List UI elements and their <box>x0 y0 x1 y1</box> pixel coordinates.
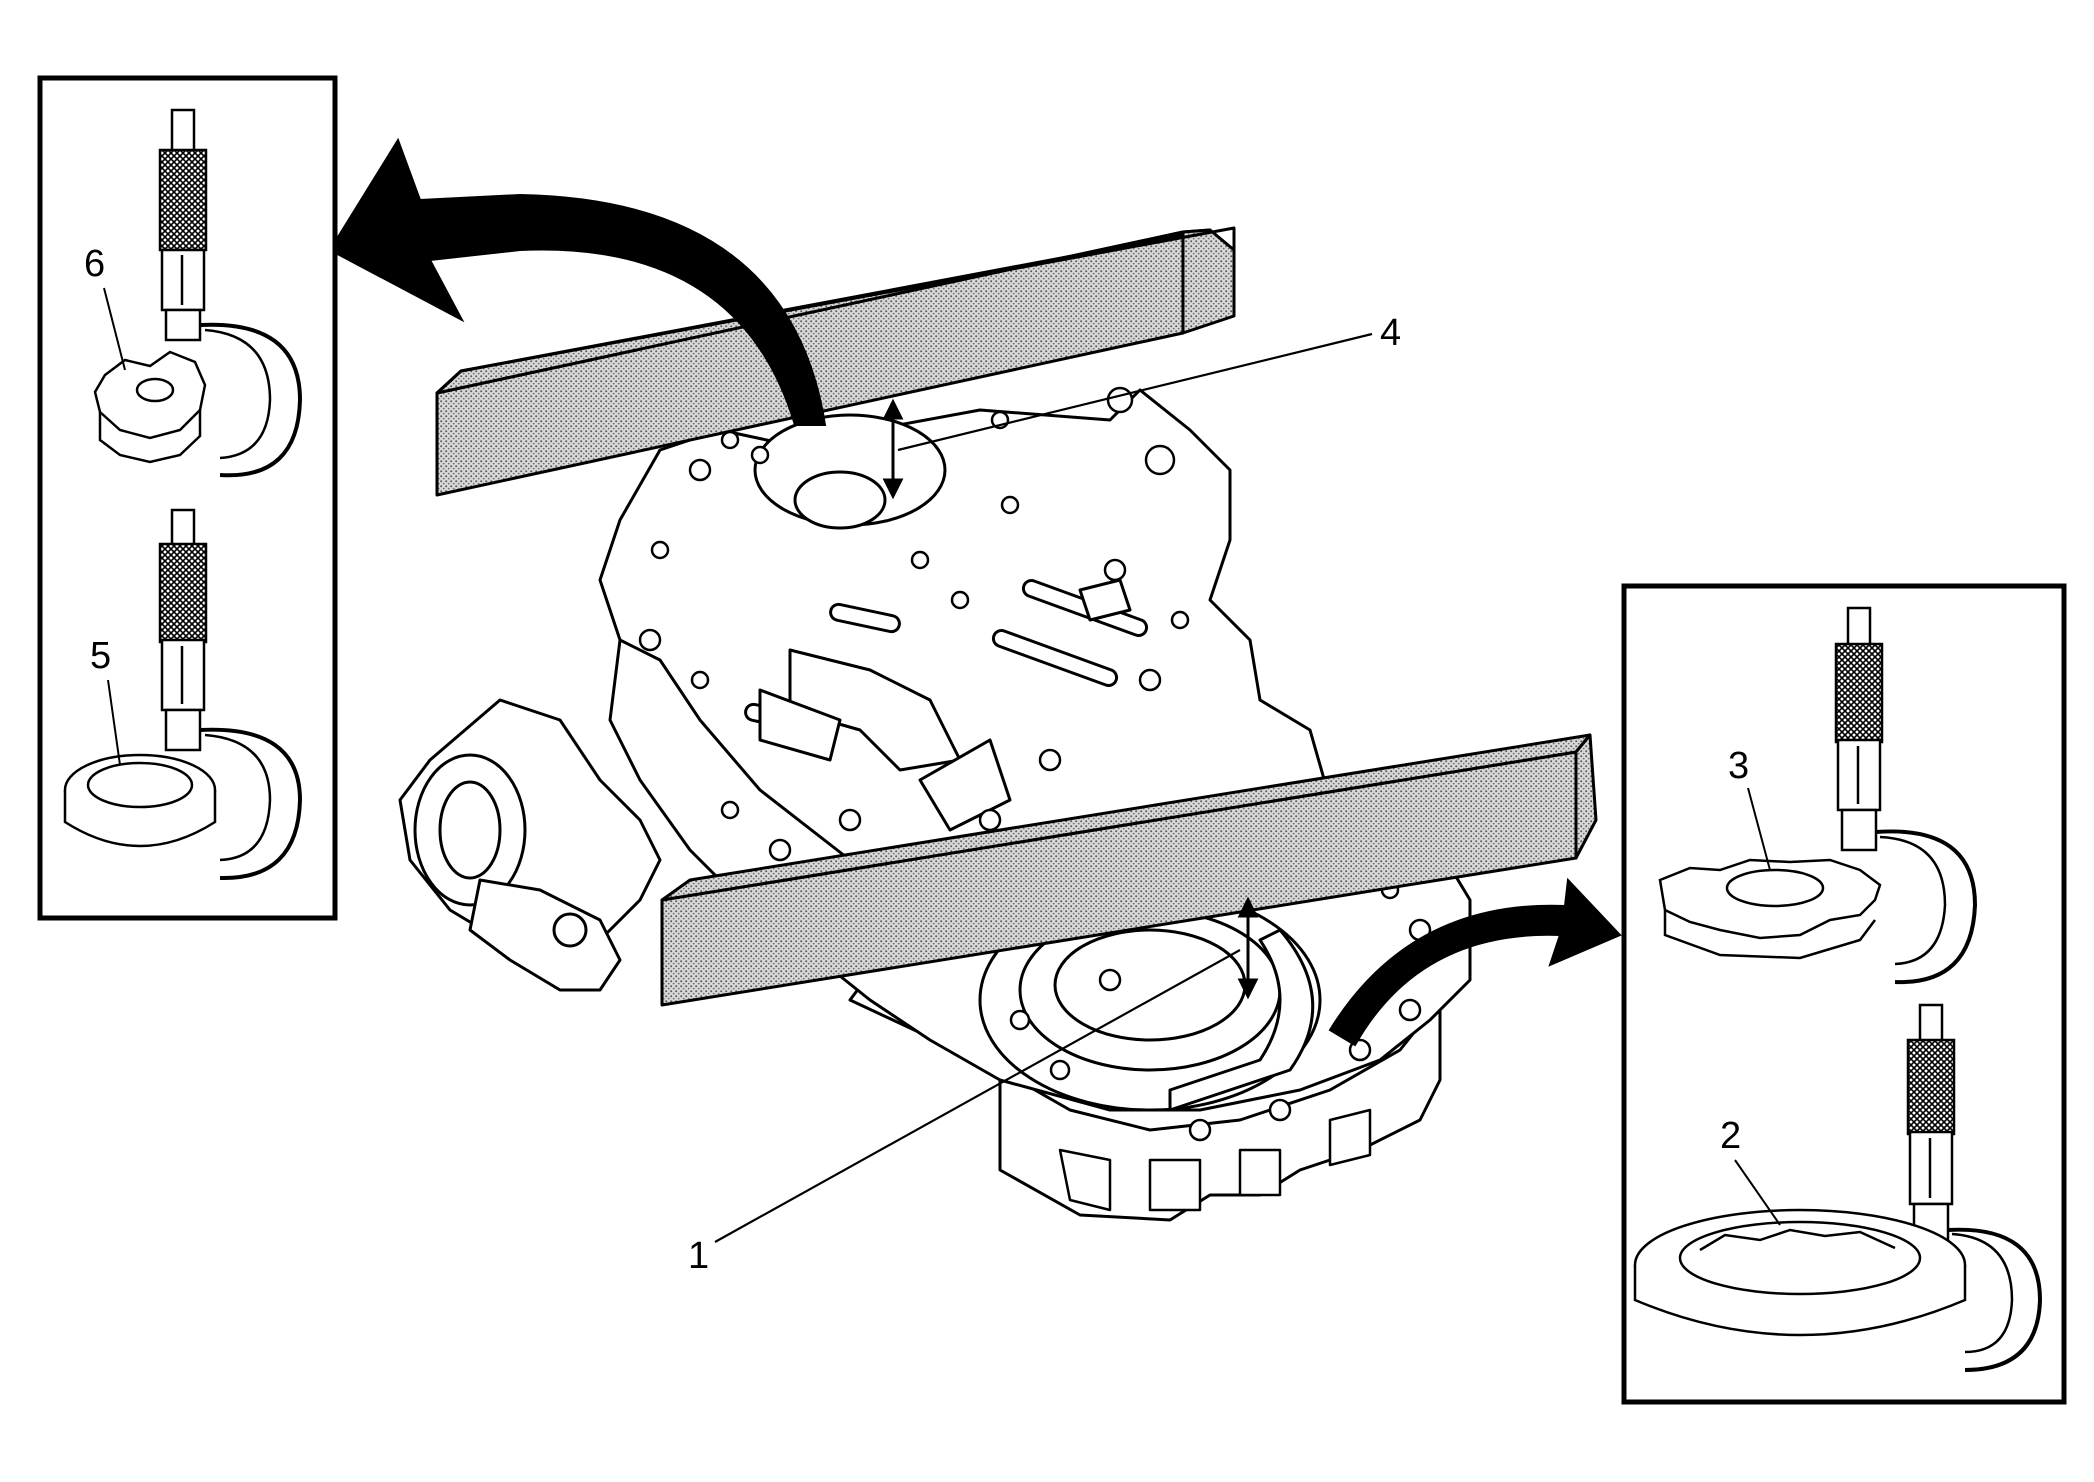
leader-lines <box>714 332 1373 1243</box>
leader-1 <box>714 949 1241 1243</box>
callout-3: 3 <box>1728 745 1749 787</box>
plate-channels <box>744 578 1149 832</box>
outlet-bore-inner <box>438 780 502 880</box>
micrometer-3 <box>1834 606 1978 985</box>
callout-5: 5 <box>90 635 111 677</box>
leader-5 <box>107 679 121 766</box>
leader-3 <box>1747 787 1771 871</box>
curved-arrow-left <box>328 137 827 426</box>
top-bore-inner <box>793 470 887 530</box>
callout-2: 2 <box>1720 1115 1741 1157</box>
leader-2 <box>1734 1159 1781 1226</box>
pump-housing-flange <box>999 999 1442 1132</box>
leader-4 <box>897 332 1373 452</box>
outlet-lug <box>468 878 622 992</box>
inset-leaders <box>103 287 1781 1226</box>
micrometer-2 <box>1906 1003 2043 1372</box>
drive-gear-6 <box>93 350 207 464</box>
driven-gear-5 <box>63 753 217 848</box>
callout-4: 4 <box>1380 312 1401 354</box>
housing-lobes <box>1058 1108 1372 1212</box>
micrometer-6 <box>158 108 303 478</box>
pump-cavity-crescent <box>1168 928 1315 1112</box>
drive-gear-3 <box>1658 858 1882 960</box>
leader-6 <box>103 287 126 371</box>
outlet-lug-hole <box>552 912 588 948</box>
driven-gear-2 <box>1633 1208 1967 1337</box>
straight-edge-bottom <box>660 733 1598 1007</box>
curved-arrow-right <box>1328 877 1622 1047</box>
callout-1: 1 <box>688 1235 709 1277</box>
gap-arrows <box>882 398 1259 1000</box>
micrometer-5 <box>158 508 303 881</box>
callout-6: 6 <box>84 243 105 285</box>
callout-labels: 1 2 3 4 5 6 <box>84 243 1749 1277</box>
pump-cavity-inner <box>1053 928 1247 1042</box>
